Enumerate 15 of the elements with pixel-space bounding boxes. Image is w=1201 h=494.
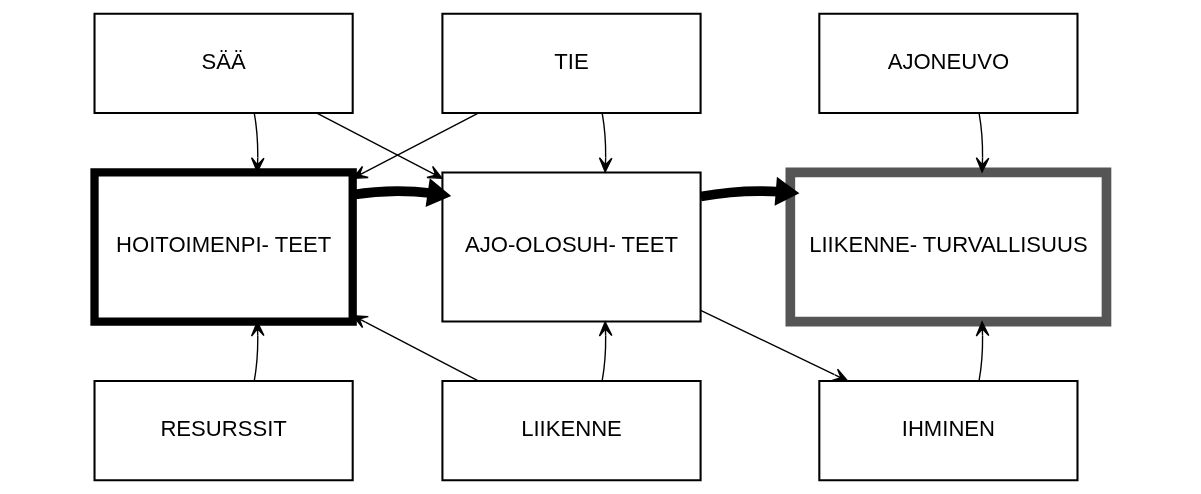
node-box: TIE xyxy=(441,12,702,115)
arrow xyxy=(598,321,613,382)
node-box: LIIKENNE- TURVALLISUUS xyxy=(785,167,1112,327)
node-box: AJONEUVO xyxy=(818,12,1079,115)
arrow xyxy=(700,309,849,382)
node-box: SÄÄ xyxy=(93,12,354,115)
node-box: HOITOIMENPI- TEET xyxy=(90,168,357,326)
node-box: RESURSSIT xyxy=(93,379,354,482)
node-box: AJO-OLOSUH- TEET xyxy=(441,171,702,323)
arrow xyxy=(598,112,613,173)
arrow xyxy=(699,176,800,206)
arrow xyxy=(316,112,443,179)
node-box: IHMINEN xyxy=(818,379,1079,482)
arrow xyxy=(975,321,990,382)
node-box: LIIKENNE xyxy=(441,379,702,482)
